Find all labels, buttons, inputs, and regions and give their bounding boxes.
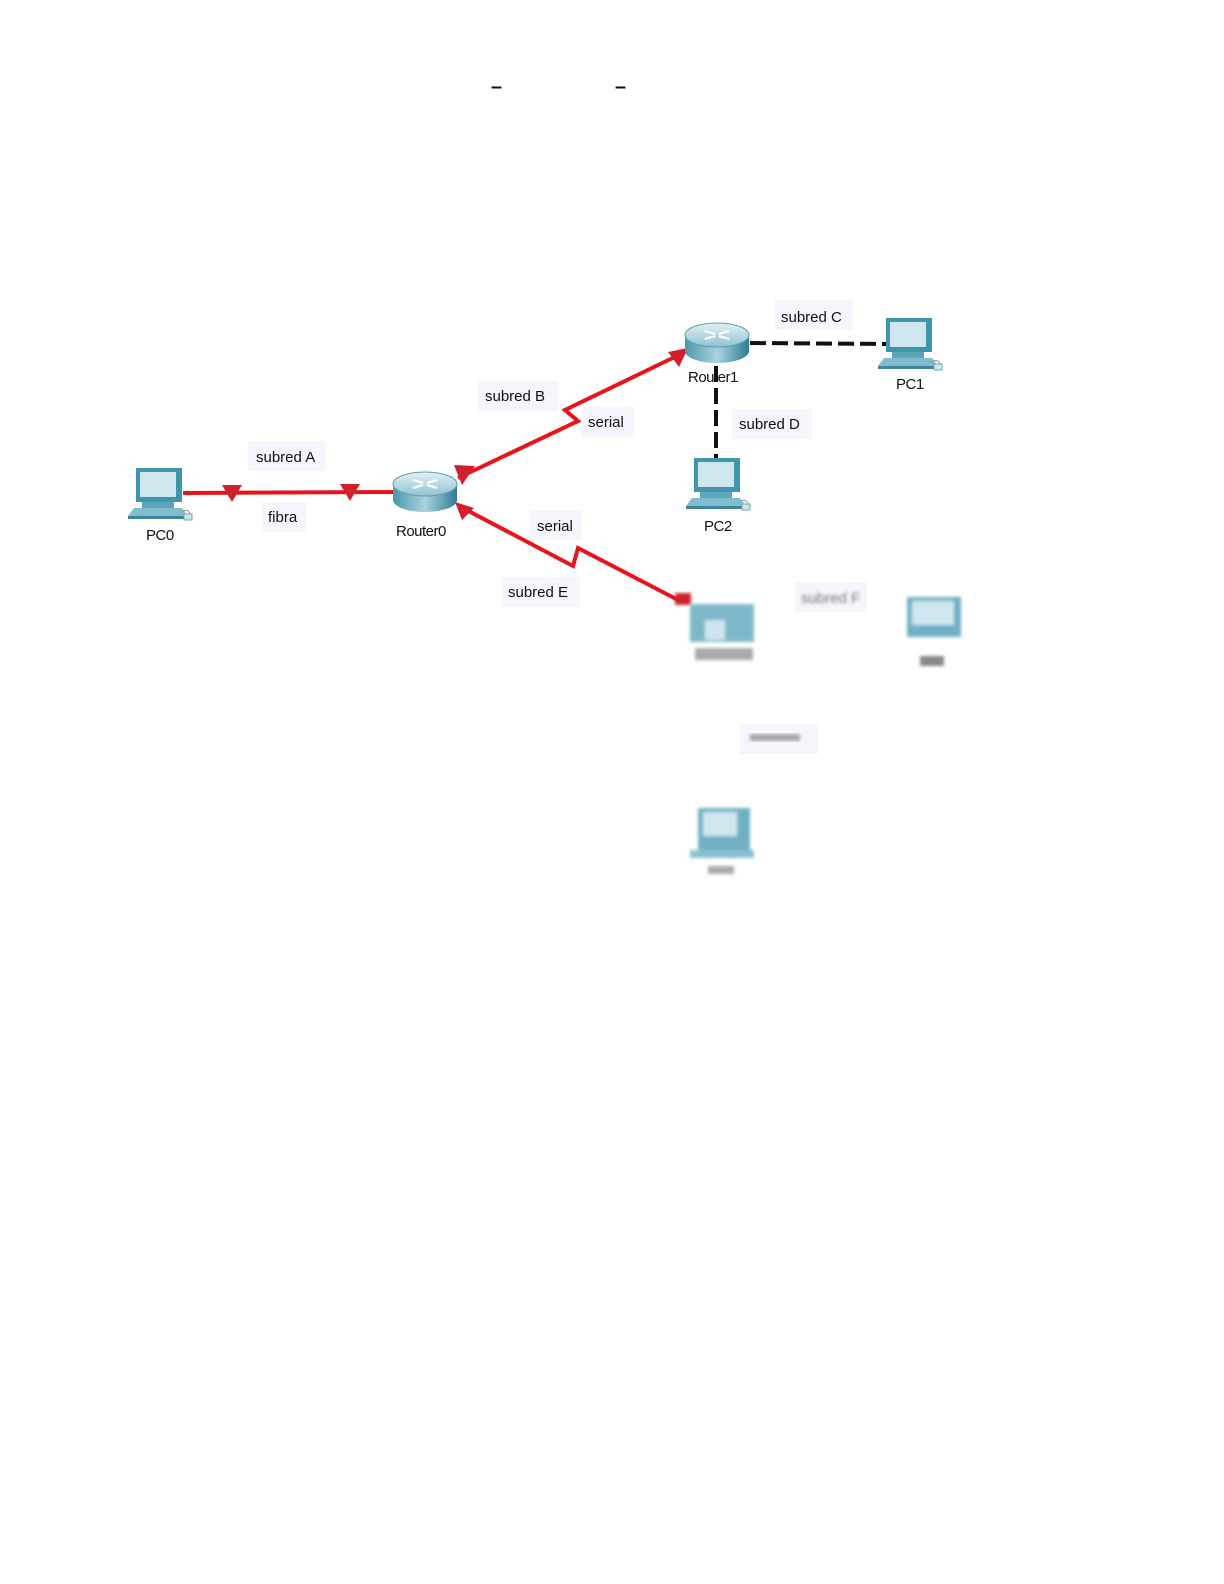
label-serial-b: serial bbox=[588, 414, 624, 431]
link-subred-c[interactable] bbox=[749, 341, 889, 346]
link-arrow-icon bbox=[668, 348, 688, 367]
link-arrow-icon bbox=[454, 465, 475, 485]
label-subred-c: subred C bbox=[781, 309, 842, 326]
pc4-icon-blurred[interactable] bbox=[690, 808, 754, 874]
link-arrow-icon bbox=[455, 502, 474, 520]
header-dash-left: – bbox=[491, 76, 502, 98]
link-arrow-icon bbox=[675, 593, 691, 605]
router2-icon-blurred[interactable] bbox=[690, 604, 754, 660]
link-subred-e[interactable] bbox=[458, 504, 681, 603]
pc1-icon[interactable] bbox=[877, 317, 943, 371]
label-subred-d: subred D bbox=[739, 416, 800, 433]
label-fibra: fibra bbox=[268, 509, 298, 526]
pc2-icon[interactable] bbox=[685, 457, 751, 511]
label-subred-a: subred A bbox=[256, 449, 315, 466]
header-dash-right: – bbox=[615, 76, 626, 98]
router1-label: Router1 bbox=[688, 369, 738, 386]
pc0-label: PC0 bbox=[146, 527, 174, 544]
pc3-icon-blurred[interactable] bbox=[907, 597, 961, 666]
label-subred-e: subred E bbox=[508, 584, 568, 601]
link-arrow-icon bbox=[222, 485, 242, 502]
router1-icon[interactable] bbox=[683, 321, 751, 365]
label-subred-b: subred B bbox=[485, 388, 545, 405]
pc0-icon[interactable] bbox=[127, 467, 193, 521]
link-subred-a[interactable] bbox=[182, 490, 396, 495]
pc2-label: PC2 bbox=[704, 518, 732, 535]
label-blurred bbox=[750, 734, 800, 741]
link-arrow-icon bbox=[340, 484, 360, 501]
router0-label: Router0 bbox=[396, 523, 446, 540]
label-serial-e: serial bbox=[537, 518, 573, 535]
pc1-label: PC1 bbox=[896, 376, 924, 393]
router0-icon[interactable] bbox=[391, 470, 459, 514]
label-subred-f: subred F bbox=[801, 590, 860, 607]
link-subred-b[interactable] bbox=[457, 350, 686, 480]
